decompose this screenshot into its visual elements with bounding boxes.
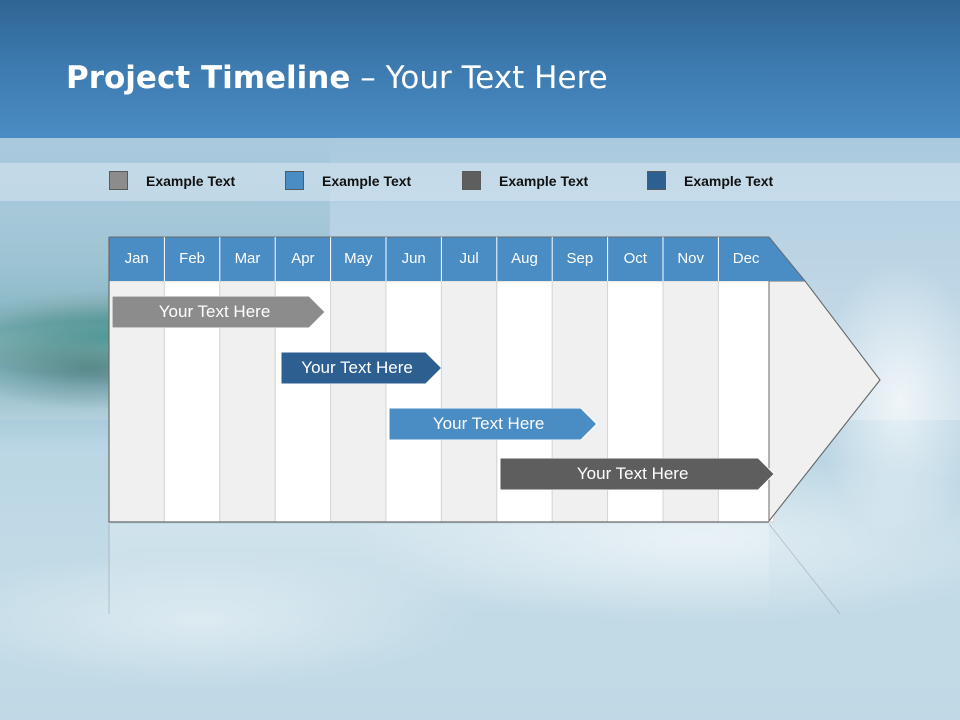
task-label: Your Text Here	[301, 358, 413, 377]
task-arrow-shape	[388, 408, 597, 440]
legend-label: Example Text	[499, 173, 589, 189]
month-label-may: May	[344, 250, 373, 267]
month-column-jul	[440, 280, 498, 523]
month-column-jun	[385, 280, 442, 523]
task-bar-3[interactable]: Your Text Here	[388, 408, 597, 440]
title-rest: – Your Text Here	[350, 60, 608, 96]
task-bar-1[interactable]: Your Text Here	[112, 296, 326, 328]
task-arrow-shape	[112, 296, 326, 328]
month-label-mar: Mar	[234, 250, 261, 267]
month-label-feb: Feb	[179, 250, 206, 267]
arrow-lower-edge	[768, 379, 881, 522]
legend-swatch	[285, 171, 304, 190]
slide-title: Project Timeline – Your Text Here	[66, 60, 608, 96]
month-label-oct: Oct	[623, 250, 647, 267]
task-bar-4[interactable]: Your Text Here	[499, 458, 774, 490]
legend-swatch	[647, 171, 666, 190]
legend-label: Example Text	[146, 173, 236, 189]
month-label-dec: Dec	[732, 250, 760, 267]
month-label-jan: Jan	[124, 250, 149, 267]
arrow-tip-line	[768, 236, 806, 282]
month-label-apr: Apr	[291, 250, 315, 267]
task-arrow-shape	[280, 352, 442, 384]
arrow-upper-edge	[804, 280, 881, 381]
task-label: Your Text Here	[576, 464, 689, 483]
legend-label: Example Text	[322, 173, 412, 189]
legend-swatch	[109, 171, 128, 190]
chart-reflection	[108, 523, 841, 615]
task-label: Your Text Here	[158, 302, 271, 321]
month-label-jul: Jul	[459, 250, 479, 267]
month-label-sep: Sep	[566, 250, 594, 267]
title-bold: Project Timeline	[66, 60, 351, 96]
legend-swatch	[462, 171, 481, 190]
month-label-nov: Nov	[677, 250, 705, 267]
month-label-jun: Jun	[401, 250, 426, 267]
chart-outline	[108, 237, 769, 523]
task-bar-2[interactable]: Your Text Here	[280, 352, 442, 384]
month-column-may	[330, 280, 387, 523]
month-bar	[109, 237, 805, 281]
month-label-aug: Aug	[511, 250, 538, 267]
month-header-row: Jan Feb Mar Apr May Jun Jul Aug Sep Oct Nov Dec	[109, 237, 769, 281]
title-banner	[0, 0, 960, 138]
task-arrow-shape	[499, 458, 774, 490]
task-label: Your Text Here	[432, 414, 545, 433]
legend-label: Example Text	[684, 173, 774, 189]
